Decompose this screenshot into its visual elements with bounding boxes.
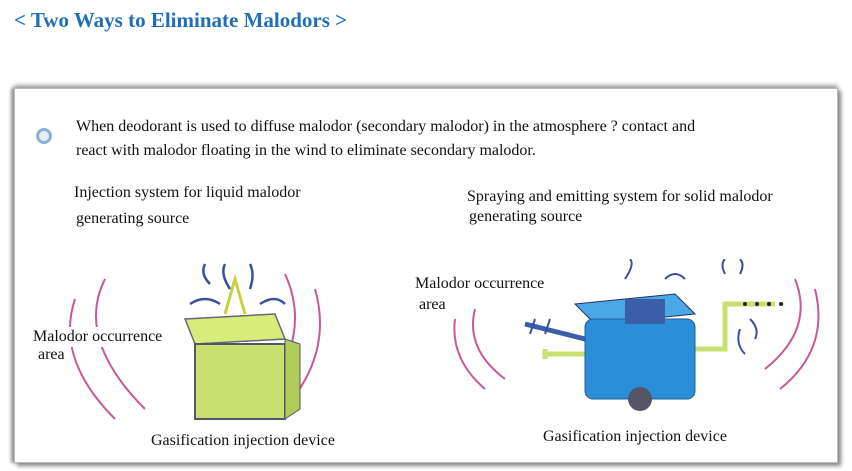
liquid-injection-illustration (69, 263, 321, 420)
right-caption: Gasification injection device (543, 428, 727, 445)
right-heading-1: Spraying and emitting system for solid m… (467, 188, 773, 205)
left-area-label-2: area (36, 345, 67, 365)
right-area-label-2: area (417, 294, 448, 316)
solid-spraying-illustration (453, 259, 820, 411)
left-caption: Gasification injection device (151, 432, 335, 449)
left-heading-1: Injection system for liquid malodor (74, 184, 301, 201)
right-area-label-1: Malodor occurrence (413, 273, 547, 295)
left-heading-2: generating source (76, 210, 190, 227)
right-heading-2: generating source (469, 208, 583, 225)
intro-line-1: When deodorant is used to diffuse malodo… (76, 118, 696, 135)
content-panel: When deodorant is used to diffuse malodo… (14, 88, 838, 463)
page-title: < Two Ways to Eliminate Malodors > (14, 8, 348, 32)
intro-line-2: react with malodor floating in the wind … (76, 142, 536, 159)
left-area-label-1: Malodor occurrence (31, 327, 165, 347)
bullet-icon (36, 128, 52, 144)
